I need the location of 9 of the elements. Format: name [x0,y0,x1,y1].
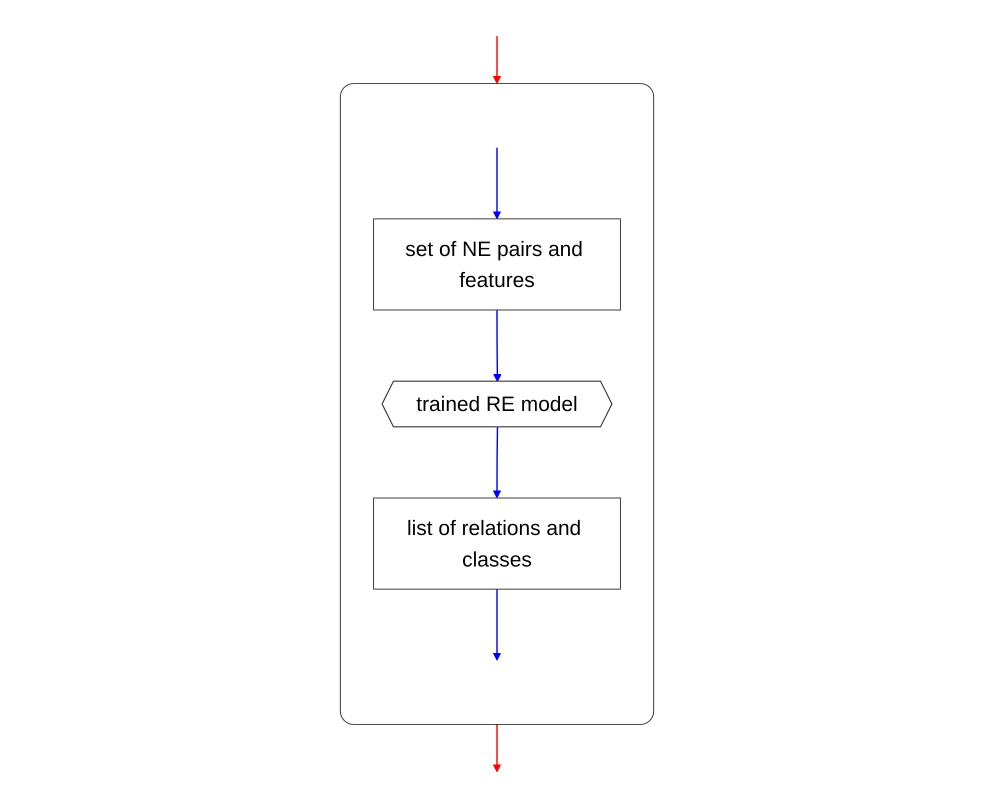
node-box [373,498,621,590]
node-box [373,218,621,310]
cluster [340,83,654,725]
arrow [492,36,502,84]
arrow [492,427,502,498]
arrow [493,310,502,382]
arrow [492,148,502,220]
arrow [492,724,502,772]
arrow [492,589,502,661]
